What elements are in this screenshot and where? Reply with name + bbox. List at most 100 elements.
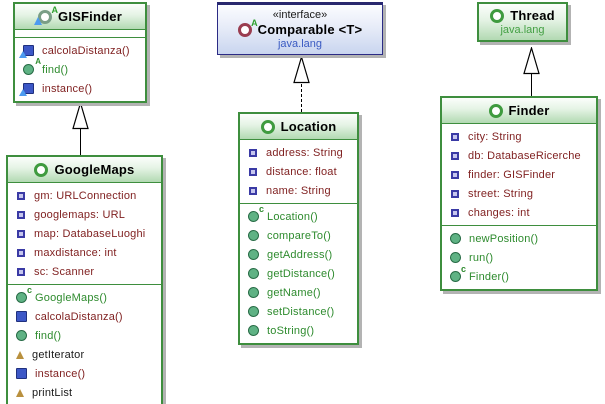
method-label: getIterator	[32, 348, 85, 361]
field-row[interactable]: distance: float	[240, 162, 357, 181]
field-row[interactable]: name: String	[240, 181, 357, 200]
edge-line	[301, 84, 302, 112]
field-label: finder: GISFinder	[468, 168, 556, 181]
public-method-icon	[248, 249, 259, 260]
method-row[interactable]: setDistance()	[240, 302, 357, 321]
class-header[interactable]: Location	[240, 114, 357, 139]
method-row[interactable]: Location()	[240, 204, 357, 226]
method-label: calcolaDistanza()	[42, 44, 130, 57]
class-header[interactable]: Thread java.lang	[479, 4, 566, 40]
method-row[interactable]: GoogleMaps()	[8, 285, 161, 307]
method-row[interactable]: instance()	[8, 364, 161, 383]
square-method-warning-icon	[19, 83, 34, 96]
method-row[interactable]: calcolaDistanza()	[8, 307, 161, 326]
method-label: setDistance()	[267, 305, 335, 318]
generalization-arrowhead-icon	[72, 102, 89, 130]
triangle-member-icon	[16, 350, 24, 359]
method-row[interactable]: find()	[15, 57, 145, 79]
method-label: Finder()	[469, 270, 510, 283]
method-label: getAddress()	[267, 248, 333, 261]
field-label: changes: int	[468, 206, 530, 219]
class-title: Thread	[510, 8, 555, 23]
method-row[interactable]: run()	[442, 248, 596, 267]
class-header[interactable]: Finder	[442, 98, 596, 123]
methods-compartment: GoogleMaps() calcolaDistanza() find() getIt…	[8, 284, 161, 404]
field-row[interactable]: maxdistance: int	[8, 243, 161, 262]
method-row[interactable]: calcolaDistanza()	[15, 41, 145, 60]
method-row[interactable]: printList	[8, 383, 161, 402]
public-method-icon	[16, 330, 27, 341]
field-row[interactable]: address: String	[240, 143, 357, 162]
methods-compartment: Location()compareTo() getAddress() getDist…	[240, 203, 357, 343]
field-icon	[451, 189, 459, 198]
method-row[interactable]: toString()	[240, 321, 357, 340]
field-icon	[451, 170, 459, 179]
square-method-icon	[16, 368, 27, 379]
square-method-icon	[16, 311, 27, 322]
public-method-icon	[450, 252, 461, 263]
class-header[interactable]: GISFinder	[15, 4, 145, 29]
fields-compartment: city: String db: DatabaseRicerche finder: …	[442, 123, 596, 225]
field-icon	[451, 132, 459, 141]
field-row[interactable]: street: String	[442, 184, 596, 203]
field-icon	[17, 229, 25, 238]
field-row[interactable]: map: DatabaseLuoghi	[8, 224, 161, 243]
method-label: instance()	[35, 367, 86, 380]
field-row[interactable]: gm: URLConnection	[8, 186, 161, 205]
method-row[interactable]: getName()	[240, 283, 357, 302]
class-title: Location	[280, 119, 337, 134]
field-label: map: DatabaseLuoghi	[34, 227, 146, 240]
field-icon	[249, 186, 257, 195]
field-icon	[249, 167, 257, 176]
field-icon	[17, 210, 25, 219]
field-icon	[17, 267, 25, 276]
method-label: getName()	[267, 286, 321, 299]
field-icon	[451, 208, 459, 217]
method-row[interactable]: compareTo()	[240, 226, 357, 245]
methods-compartment: calcolaDistanza()find() instance()	[15, 37, 145, 101]
edge-line	[80, 129, 81, 155]
field-label: address: String	[266, 146, 343, 159]
class-box-comparable[interactable]: «interface» Comparable <T> java.lang	[217, 2, 383, 55]
class-icon	[260, 119, 275, 134]
field-row[interactable]: changes: int	[442, 203, 596, 222]
class-header[interactable]: «interface» Comparable <T> java.lang	[218, 5, 382, 54]
constructor-method-icon	[248, 204, 264, 222]
field-row[interactable]: city: String	[442, 127, 596, 146]
field-icon	[17, 191, 25, 200]
method-row[interactable]: getAddress()	[240, 245, 357, 264]
method-label: instance()	[42, 82, 93, 95]
method-label: newPosition()	[469, 232, 539, 245]
field-row[interactable]: googlemaps: URL	[8, 205, 161, 224]
method-row[interactable]: find()	[8, 326, 161, 345]
methods-compartment: newPosition() run() Finder()	[442, 225, 596, 289]
field-row[interactable]: db: DatabaseRicerche	[442, 146, 596, 165]
public-method-icon	[248, 230, 259, 241]
field-icon	[451, 151, 459, 160]
abstract-class-warning-icon	[34, 5, 58, 25]
method-label: GoogleMaps()	[35, 291, 108, 304]
class-box-thread[interactable]: Thread java.lang	[477, 2, 568, 42]
field-row[interactable]: finder: GISFinder	[442, 165, 596, 184]
class-header[interactable]: GoogleMaps	[8, 157, 161, 182]
public-method-icon	[450, 233, 461, 244]
field-label: city: String	[468, 130, 522, 143]
method-row[interactable]: getIterator	[8, 345, 161, 364]
method-row[interactable]: getDistance()	[240, 264, 357, 283]
field-label: street: String	[468, 187, 534, 200]
class-box-gisfinder[interactable]: GISFinder calcolaDistanza()find() instanc…	[13, 2, 147, 103]
constructor-method-icon	[16, 285, 32, 303]
field-row[interactable]: sc: Scanner	[8, 262, 161, 281]
class-box-finder[interactable]: Finder city: String db: DatabaseRicerche f…	[440, 96, 598, 291]
method-label: find()	[35, 329, 62, 342]
method-row[interactable]: Finder()	[442, 264, 596, 286]
method-row[interactable]: newPosition()	[442, 229, 596, 248]
method-row[interactable]: instance()	[15, 79, 145, 98]
public-method-icon	[248, 325, 259, 336]
field-icon	[249, 148, 257, 157]
